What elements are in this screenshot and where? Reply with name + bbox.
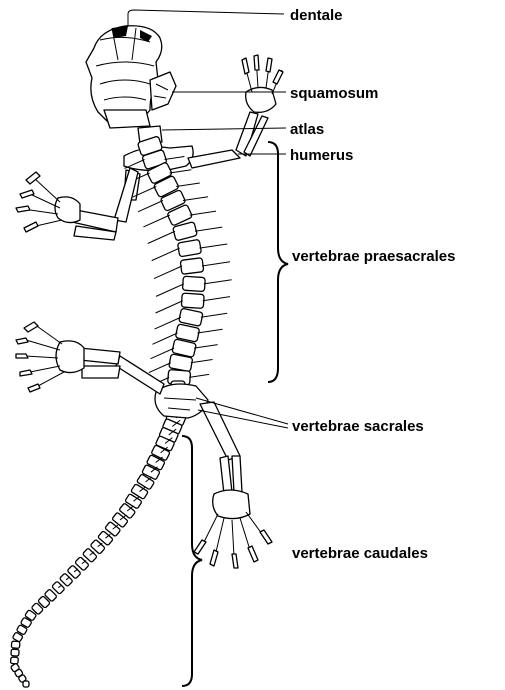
label-squamosum: squamosum: [290, 85, 378, 102]
trunk-vertebra: [182, 276, 205, 291]
left-hindlimb: [16, 322, 164, 394]
label-humerus: humerus: [290, 147, 353, 164]
label-vertebrae-sacrales: vertebrae sacrales: [292, 418, 424, 435]
rib-left: [154, 266, 182, 279]
rib-right: [204, 280, 232, 284]
rib-right: [202, 262, 230, 266]
right-hindlimb: [194, 402, 272, 568]
label-vertebrae-praesacrales: vertebrae praesacrales: [292, 248, 455, 265]
rib-right: [176, 183, 200, 187]
praesacrales-brace: [268, 142, 288, 382]
tail-vertebra: [23, 681, 29, 687]
tail-vertebra: [11, 641, 20, 648]
humerus-bone: [188, 150, 240, 168]
tail-vertebra: [11, 649, 19, 656]
rib-right: [170, 170, 192, 173]
rib-right: [183, 197, 208, 201]
spine-vertebrae: [137, 136, 205, 403]
trunk-vertebra: [180, 258, 204, 275]
label-dentale: dentale: [290, 7, 343, 24]
rib-left: [156, 284, 184, 297]
rib-left: [138, 201, 163, 212]
pelvic-girdle: [155, 384, 208, 418]
rib-left: [152, 248, 180, 261]
trunk-vertebra: [177, 239, 201, 257]
rib-left: [149, 363, 171, 373]
right-forelimb: [188, 55, 283, 168]
rib-right: [195, 227, 222, 231]
skull: [86, 26, 176, 128]
rib-left: [156, 301, 183, 313]
rib-right: [190, 211, 216, 215]
trunk-vertebra: [181, 293, 204, 308]
rib-right: [191, 359, 213, 362]
rib-right: [194, 345, 218, 349]
rib-right: [203, 297, 230, 301]
tail-vertebrae: [10, 410, 186, 687]
trunk-vertebra: [179, 308, 203, 326]
left-forelimb: [16, 168, 138, 240]
rib-left: [148, 231, 175, 243]
rib-right: [198, 329, 223, 333]
dentale-leader: [128, 10, 284, 26]
caudales-brace: [182, 436, 202, 686]
label-atlas: atlas: [290, 121, 324, 138]
trunk-vertebra: [169, 354, 193, 372]
rib-right: [189, 374, 209, 377]
label-vertebrae-caudales: vertebrae caudales: [292, 545, 428, 562]
atlas-leader: [162, 128, 286, 130]
rib-right: [201, 313, 227, 317]
tail-vertebra: [10, 657, 18, 664]
rib-left: [143, 215, 169, 227]
rib-right: [200, 244, 228, 248]
